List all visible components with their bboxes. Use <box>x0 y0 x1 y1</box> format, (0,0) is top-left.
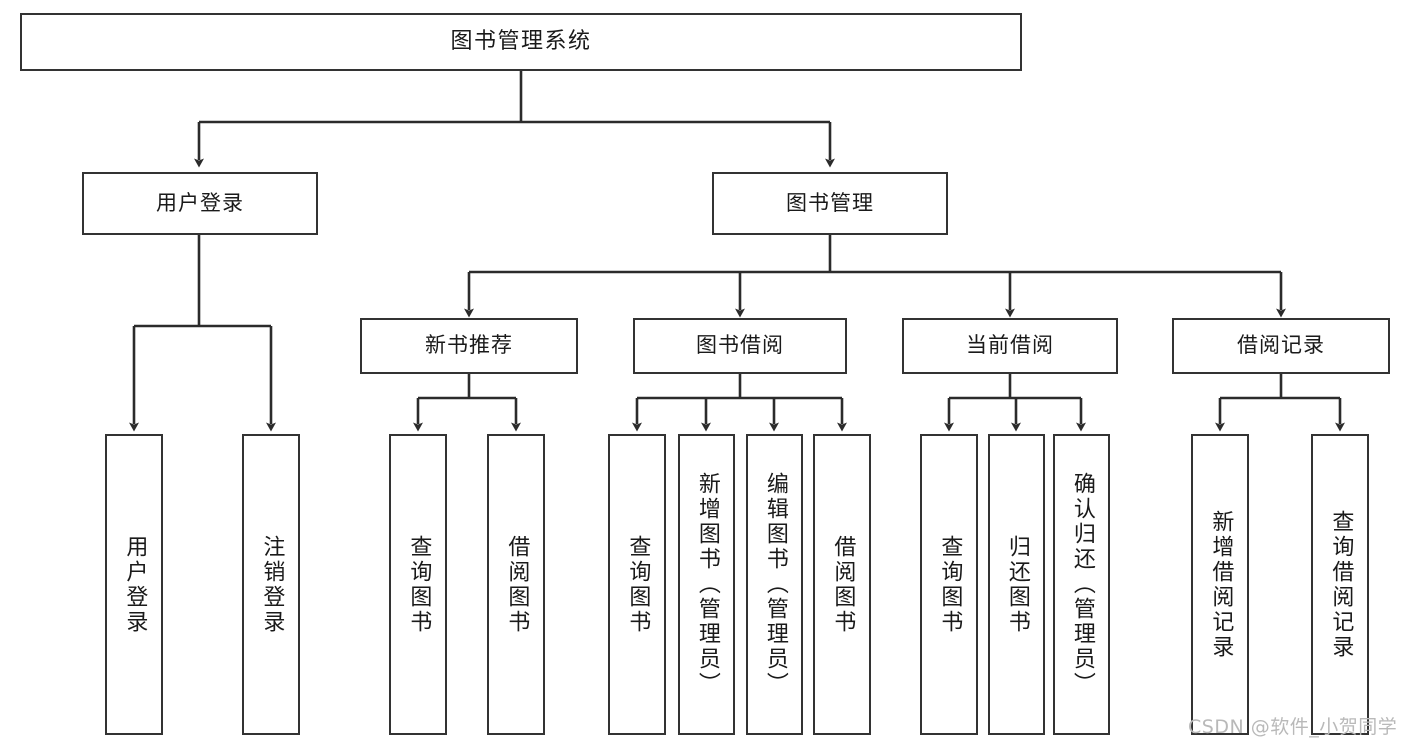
node-label: 确认归还（管理员） <box>1069 472 1095 697</box>
node-label: 借阅图书 <box>830 534 856 635</box>
node-label: 编辑图书（管理员） <box>762 472 788 697</box>
node-label: 查询图书 <box>406 534 432 635</box>
leaf-logout-login[interactable]: 注销登录 <box>242 434 300 735</box>
leaf-query-book-recommend[interactable]: 查询图书 <box>389 434 447 735</box>
node-label: 新增借阅记录 <box>1208 509 1234 660</box>
leaf-add-borrow-record[interactable]: 新增借阅记录 <box>1191 434 1249 735</box>
leaf-user-login[interactable]: 用户登录 <box>105 434 163 735</box>
node-book-borrow[interactable]: 图书借阅 <box>633 318 847 374</box>
leaf-confirm-return-admin[interactable]: 确认归还（管理员） <box>1053 434 1110 735</box>
node-label: 当前借阅 <box>966 333 1054 358</box>
node-label: 查询图书 <box>625 534 651 635</box>
node-label: 新书推荐 <box>425 333 513 358</box>
leaf-return-book[interactable]: 归还图书 <box>988 434 1045 735</box>
leaf-borrow-book-recommend[interactable]: 借阅图书 <box>487 434 545 735</box>
node-new-book-recommend[interactable]: 新书推荐 <box>360 318 578 374</box>
leaf-query-borrow-record[interactable]: 查询借阅记录 <box>1311 434 1369 735</box>
node-label: 用户登录 <box>122 534 148 635</box>
watermark-csdn: CSDN @软件_小贺同学 <box>1188 716 1398 738</box>
node-label: 用户登录 <box>156 190 244 215</box>
node-label: 新增图书（管理员） <box>694 472 720 697</box>
node-label: 注销登录 <box>259 534 285 635</box>
node-borrow-record[interactable]: 借阅记录 <box>1172 318 1390 374</box>
leaf-borrow-book[interactable]: 借阅图书 <box>813 434 871 735</box>
node-root-book-management-system[interactable]: 图书管理系统 <box>20 13 1022 71</box>
node-label: 查询图书 <box>937 534 963 635</box>
node-label: 借阅记录 <box>1237 333 1325 358</box>
node-current-borrow[interactable]: 当前借阅 <box>902 318 1118 374</box>
node-book-management[interactable]: 图书管理 <box>712 172 948 235</box>
node-label: 图书借阅 <box>696 333 784 358</box>
leaf-edit-book-admin[interactable]: 编辑图书（管理员） <box>746 434 803 735</box>
node-label: 查询借阅记录 <box>1328 509 1354 660</box>
leaf-query-book-borrow[interactable]: 查询图书 <box>608 434 666 735</box>
node-label: 图书管理 <box>786 190 874 215</box>
node-label: 归还图书 <box>1004 534 1030 635</box>
node-user-login[interactable]: 用户登录 <box>82 172 318 235</box>
leaf-query-book-current[interactable]: 查询图书 <box>920 434 978 735</box>
node-label: 借阅图书 <box>504 534 530 635</box>
leaf-add-book-admin[interactable]: 新增图书（管理员） <box>678 434 735 735</box>
node-label: 图书管理系统 <box>450 28 592 54</box>
